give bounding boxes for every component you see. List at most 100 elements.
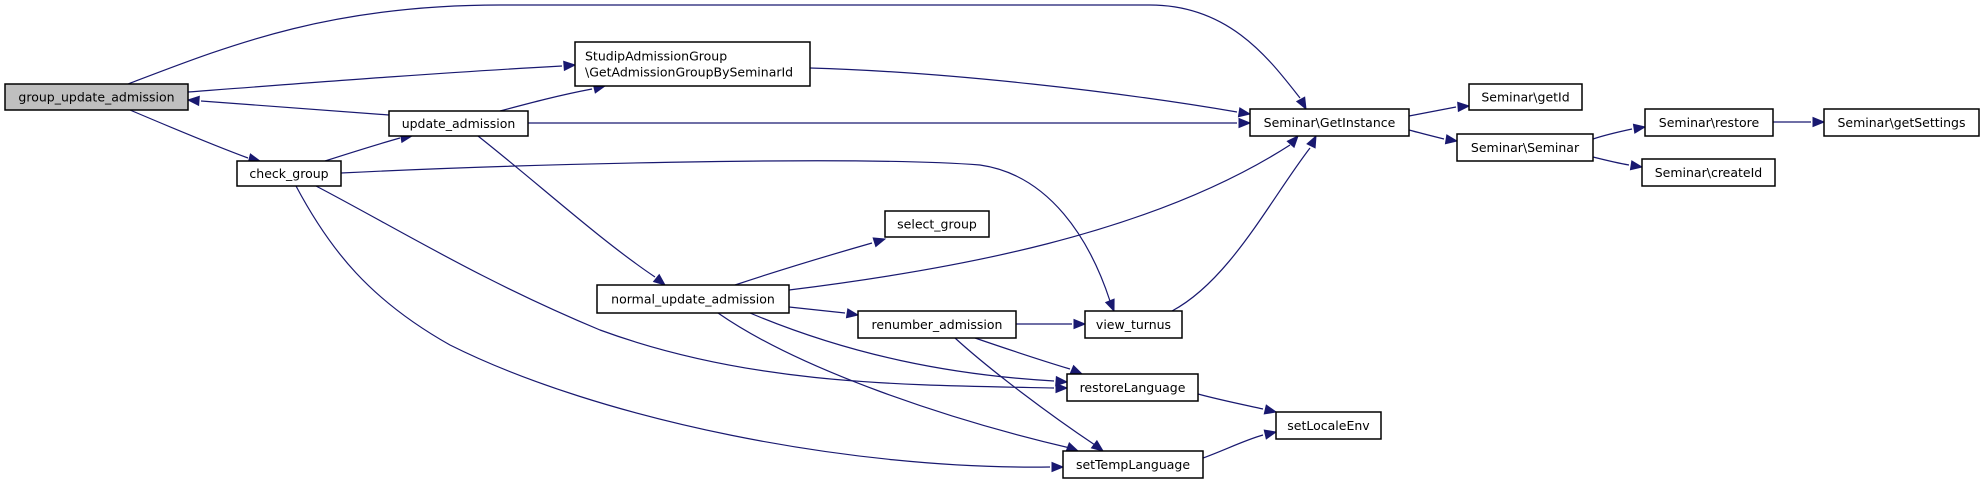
edge-update_admission-to-group_update_admission: [186, 95, 390, 116]
node-update-admission[interactable]: update_admission: [388, 110, 529, 137]
node-normal-update-admission[interactable]: normal_update_admission: [596, 284, 790, 314]
arrowhead-icon: [1090, 439, 1105, 452]
node-seminar-seminar[interactable]: Seminar\Seminar: [1456, 133, 1594, 162]
edge-renumber_admission-to-setTempLanguage: [954, 337, 1105, 452]
node-studip-getgroup[interactable]: StudipAdmissionGroup\GetAdmissionGroupBy…: [574, 41, 811, 87]
arrowhead-icon: [1051, 461, 1065, 473]
node-label: Seminar\createId: [1655, 165, 1763, 180]
edge-normal_update_admission-to-seminar_getinstance: [788, 135, 1299, 291]
node-label: Seminar\GetInstance: [1264, 115, 1396, 130]
edge-normal_update_admission-to-select_group: [734, 237, 887, 286]
node-seminar-getsettings[interactable]: Seminar\getSettings: [1823, 108, 1980, 137]
edge-renumber_admission-to-view_turnus: [1016, 318, 1087, 330]
arrowhead-icon: [1629, 160, 1644, 171]
arrowhead-icon: [1055, 375, 1069, 387]
node-view-turnus[interactable]: view_turnus: [1084, 310, 1183, 339]
edge-line: [1592, 128, 1633, 140]
arrowhead-icon: [1812, 116, 1826, 128]
node-seminar-getid[interactable]: Seminar\getId: [1468, 83, 1583, 111]
node-box[interactable]: [1456, 133, 1594, 162]
node-label: restoreLanguage: [1080, 380, 1186, 395]
arrowhead-icon: [872, 237, 887, 248]
node-label: Seminar\Seminar: [1471, 140, 1580, 155]
edge-line: [954, 337, 1096, 446]
node-box[interactable]: [857, 310, 1017, 339]
node-box[interactable]: [1062, 450, 1204, 479]
node-select-group[interactable]: select_group: [884, 210, 990, 238]
node-check-group[interactable]: check_group: [236, 160, 342, 187]
node-label: normal_update_admission: [611, 292, 775, 307]
arrowhead-icon: [563, 60, 577, 72]
node-box[interactable]: [1066, 373, 1199, 402]
node-setTempLanguage[interactable]: setTempLanguage: [1062, 450, 1204, 479]
edge-line: [295, 185, 1051, 468]
node-box[interactable]: [574, 41, 811, 87]
node-label: StudipAdmissionGroup: [585, 49, 727, 64]
arrowhead-icon: [1069, 364, 1084, 375]
node-label: setTempLanguage: [1076, 457, 1190, 472]
edge-normal_update_admission-to-renumber_admission: [788, 306, 860, 319]
edge-line: [129, 109, 249, 159]
arrowhead-icon: [1238, 117, 1252, 129]
node-label: Seminar\getId: [1481, 90, 1569, 105]
edge-line: [315, 185, 1055, 389]
node-label: group_update_admission: [18, 90, 174, 105]
edge-seminar_getinstance-to-seminar_getid: [1408, 101, 1471, 117]
node-seminar-getinstance[interactable]: Seminar\GetInstance: [1249, 108, 1410, 137]
edge-setTempLanguage-to-setLocaleEnv: [1202, 429, 1278, 459]
edge-line: [788, 144, 1291, 291]
node-group-update-admission[interactable]: group_update_admission: [4, 83, 189, 111]
node-box[interactable]: [1823, 108, 1980, 137]
edge-group_update_admission-to-seminar_getinstance: [127, 4, 1307, 111]
node-box[interactable]: [1641, 158, 1776, 187]
edge-line: [200, 100, 390, 116]
edge-seminar_getinstance-to-seminar_seminar: [1408, 129, 1459, 145]
edge-line: [499, 88, 593, 112]
node-label: Seminar\restore: [1659, 115, 1760, 130]
node-renumber-admission[interactable]: renumber_admission: [857, 310, 1017, 339]
edges-layer: [127, 4, 1826, 473]
edge-seminar_restore-to-seminar_getsettings: [1773, 116, 1826, 128]
node-box[interactable]: [1275, 411, 1382, 440]
edge-line: [717, 312, 1071, 449]
edge-group_update_admission-to-check_group: [129, 109, 262, 164]
arrowhead-icon: [1632, 123, 1647, 134]
node-box[interactable]: [388, 110, 529, 137]
node-box[interactable]: [4, 83, 189, 111]
edge-seminar_seminar-to-seminar_restore: [1592, 123, 1647, 140]
node-seminar-restore[interactable]: Seminar\restore: [1644, 108, 1774, 137]
arrowhead-icon: [1065, 442, 1080, 452]
node-label: renumber_admission: [872, 317, 1003, 332]
node-label: Seminar\getSettings: [1837, 115, 1965, 130]
edge-line: [477, 135, 656, 278]
node-restoreLanguage[interactable]: restoreLanguage: [1066, 373, 1199, 402]
arrowhead-icon: [1457, 101, 1471, 113]
node-label: \GetAdmissionGroupBySeminarId: [585, 65, 793, 80]
edge-check_group-to-setTempLanguage: [295, 185, 1065, 473]
edge-line: [749, 312, 1055, 382]
edge-line: [127, 4, 1301, 99]
arrowhead-icon: [1263, 404, 1278, 415]
node-box[interactable]: [1644, 108, 1774, 137]
node-box[interactable]: [236, 160, 342, 187]
edge-view_turnus-to-seminar_getinstance: [1171, 134, 1317, 312]
node-label: update_admission: [402, 116, 516, 131]
node-box[interactable]: [884, 210, 990, 238]
node-seminar-createid[interactable]: Seminar\createId: [1641, 158, 1776, 187]
node-box[interactable]: [596, 284, 790, 314]
node-label: view_turnus: [1096, 317, 1171, 332]
edge-line: [1408, 129, 1445, 140]
arrowhead-icon: [1073, 318, 1087, 330]
node-box[interactable]: [1084, 310, 1183, 339]
arrowhead-icon: [186, 95, 200, 107]
edge-update_admission-to-normal_update_admission: [477, 135, 667, 286]
node-box[interactable]: [1249, 108, 1410, 137]
edge-line: [187, 65, 563, 93]
node-setLocaleEnv[interactable]: setLocaleEnv: [1275, 411, 1382, 440]
edge-check_group-to-restoreLanguage: [315, 185, 1069, 394]
arrowhead-icon: [1055, 382, 1069, 394]
edge-line: [788, 306, 846, 314]
arrowhead-icon: [1286, 135, 1299, 149]
node-box[interactable]: [1468, 83, 1583, 111]
edge-check_group-to-update_admission: [324, 132, 414, 162]
